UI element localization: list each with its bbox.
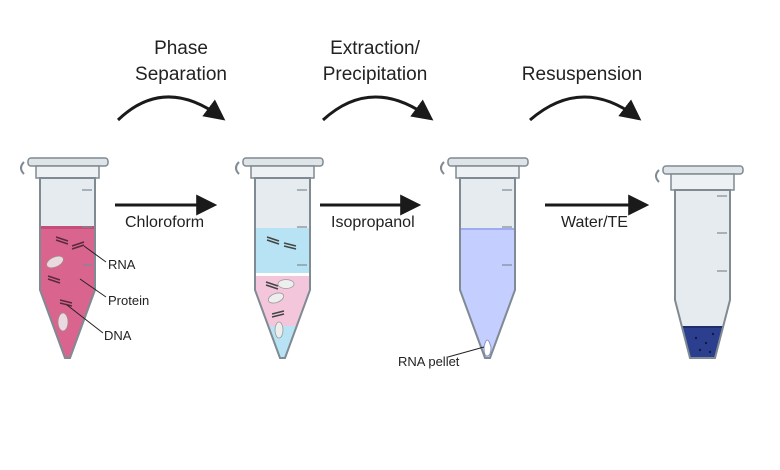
reagent-water-te: Water/TE <box>561 214 628 231</box>
curved-arrow-icon <box>321 95 434 122</box>
step-title-line: Separation <box>135 64 227 85</box>
reagent-chloroform: Chloroform <box>125 214 205 231</box>
label-protein: Protein <box>108 293 150 308</box>
curved-arrow-icon <box>529 95 642 122</box>
curved-arrow-icon <box>116 95 226 122</box>
reagent-isopropanol: Isopropanol <box>331 214 415 231</box>
microcentrifuge-tube-icon <box>440 157 529 359</box>
rna-pellet-icon <box>483 339 492 357</box>
step-phase-separation-title: Phase Separation <box>106 36 256 88</box>
step-title-line: Extraction/ <box>330 38 420 59</box>
step-title-line: Resuspension <box>521 64 643 85</box>
microcentrifuge-tube-icon <box>20 157 109 359</box>
label-rna-pellet: RNA pellet <box>398 354 460 369</box>
step-title-line: Precipitation <box>322 64 428 85</box>
microcentrifuge-tube-icon <box>655 165 744 359</box>
step-title-line: Phase <box>154 38 208 59</box>
step-extraction-precipitation-title: Extraction/ Precipitation <box>300 36 450 88</box>
step-resuspension-title: Resuspension <box>507 62 657 88</box>
label-dna: DNA <box>104 328 132 343</box>
microcentrifuge-tube-icon <box>235 157 324 359</box>
label-rna: RNA <box>108 257 136 272</box>
